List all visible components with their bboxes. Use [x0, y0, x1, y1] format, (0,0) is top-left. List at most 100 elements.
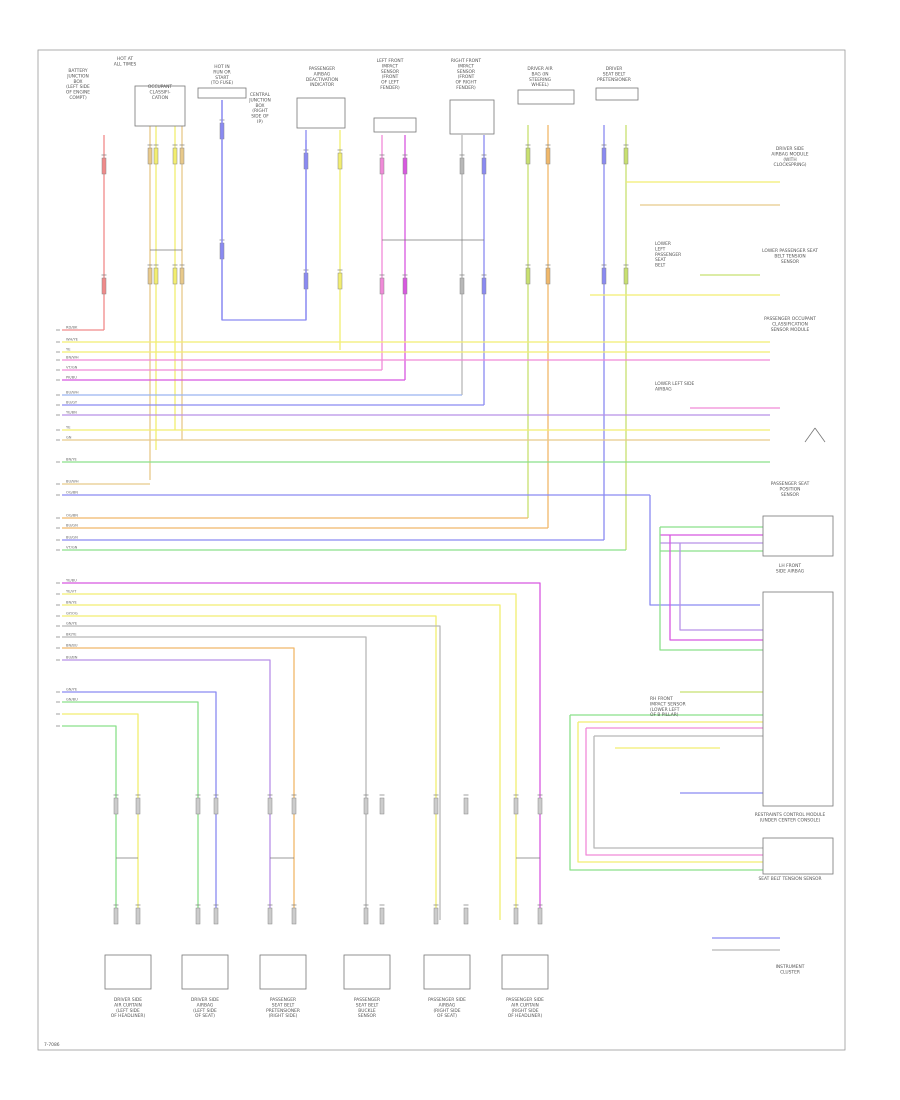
wire-code-label: BU/WH — [66, 480, 79, 484]
connector-body — [213, 907, 219, 925]
wire-code-label: BN/WH — [66, 356, 79, 360]
connector-body — [113, 907, 119, 925]
connector-body — [101, 157, 107, 175]
wire-code-label: BK/YE — [66, 633, 77, 637]
seat-sensor-loop — [659, 527, 763, 651]
connector-body — [172, 147, 178, 165]
bottom-component-box-b1 — [104, 954, 152, 990]
lower-harness-wire-3 — [62, 615, 437, 920]
switch-symbol — [814, 427, 826, 443]
connector-body — [402, 277, 408, 295]
connector-body — [537, 797, 543, 815]
connector-body — [101, 277, 107, 295]
lower-harness-wire-0 — [62, 582, 541, 920]
lower-harness-wire-5 — [62, 636, 367, 920]
connector-body — [363, 907, 369, 925]
connector-body — [525, 267, 531, 285]
lower-harness2-wire-0 — [62, 691, 217, 920]
seat-position-sensor-box — [762, 515, 834, 557]
rcm-loop — [585, 728, 763, 856]
connector-body — [379, 797, 385, 815]
connector-body — [601, 147, 607, 165]
connector-body — [545, 267, 551, 285]
connector-body — [135, 797, 141, 815]
wire-code-label: GY/OG — [66, 612, 78, 616]
top-connector-box — [197, 87, 247, 99]
connector-body — [601, 267, 607, 285]
top-connector-box — [517, 89, 575, 105]
connector-body — [459, 157, 465, 175]
footer-code: 7-7086 — [44, 1042, 60, 1048]
lower-harness2-wire-3 — [62, 725, 117, 920]
bottom-component-box-b2 — [181, 954, 229, 990]
connector-body — [463, 907, 469, 925]
wire-code-label: VT/GN — [66, 546, 78, 550]
connector-body — [379, 157, 385, 175]
connector-body — [213, 797, 219, 815]
connector-body — [153, 267, 159, 285]
connector-body — [153, 147, 159, 165]
wire-code-label: GN — [66, 436, 72, 440]
connector-body — [379, 907, 385, 925]
connector-body — [623, 147, 629, 165]
wire-code-label: YE — [66, 348, 71, 352]
rcm-loop — [577, 722, 763, 863]
switch-symbol — [804, 427, 816, 443]
connector-body — [513, 907, 519, 925]
connector-body — [179, 147, 185, 165]
wire-code-label: GN/YE — [66, 622, 78, 626]
top-connector-box — [296, 97, 346, 129]
diagram-frame — [37, 49, 846, 1051]
connector-body — [459, 277, 465, 295]
connector-body — [433, 797, 439, 815]
restraints-module-box — [762, 591, 834, 807]
connector-body — [267, 907, 273, 925]
connector-body — [291, 797, 297, 815]
lower-harness2-wire-1 — [62, 701, 199, 920]
connector-body — [337, 272, 343, 290]
wire-code-label: YE/BU — [66, 579, 77, 583]
lower-harness2-wire-2 — [62, 713, 139, 920]
wire-code-label: BN/YE — [66, 601, 78, 605]
wire-code-label: BN/YE — [66, 458, 78, 462]
lower-harness-wire-6 — [62, 647, 295, 920]
lower-harness-wire-1 — [62, 593, 517, 920]
connector-body — [179, 267, 185, 285]
bottom-component-box-b5 — [423, 954, 471, 990]
connector-body — [623, 267, 629, 285]
connector-body — [195, 907, 201, 925]
rcm-loop — [593, 736, 763, 849]
wire-code-label: YE/VT — [66, 590, 77, 594]
connector-body — [433, 907, 439, 925]
connector-body — [337, 152, 343, 170]
wire-code-label: RD/BK — [66, 326, 78, 330]
connector-body — [291, 907, 297, 925]
wire-code-label: BU/GY — [66, 401, 78, 405]
wire-code-label: WH/YE — [66, 338, 79, 342]
connector-body — [545, 147, 551, 165]
connector-body — [195, 797, 201, 815]
component-layer — [104, 85, 834, 990]
connector-body — [363, 797, 369, 815]
connector-body — [402, 157, 408, 175]
top-connector-box — [595, 87, 639, 101]
wire-code-label: VT/GN — [66, 366, 78, 370]
bottom-component-box-b4 — [343, 954, 391, 990]
